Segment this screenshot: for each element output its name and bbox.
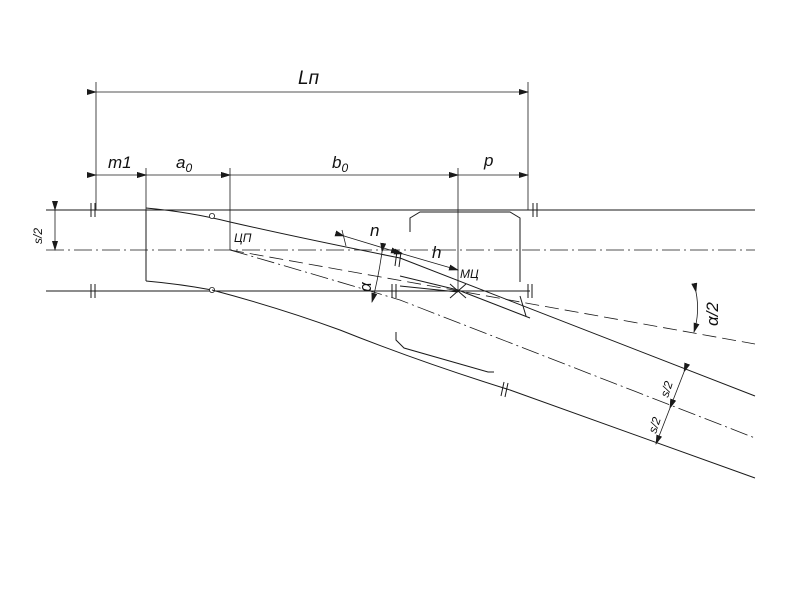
label-n: n <box>370 221 379 240</box>
angle-alpha-half <box>691 282 700 333</box>
angle-alpha <box>371 242 387 303</box>
label-s2-right-lower: s/2 <box>646 415 664 435</box>
dimension-L <box>87 82 529 210</box>
dimension-s2-left <box>46 201 60 251</box>
label-MC: МЦ <box>460 267 479 281</box>
frog-assembly <box>395 211 531 373</box>
label-b0: b0 <box>332 153 348 175</box>
label-s2-right-upper: s/2 <box>658 379 676 399</box>
label-h: h <box>432 243 441 262</box>
straight-track <box>46 203 755 298</box>
label-alpha: α <box>356 281 375 292</box>
label-a0: a0 <box>176 153 192 175</box>
label-p: p <box>483 151 493 170</box>
label-L: Lп <box>298 68 320 89</box>
diverging-track <box>211 249 756 479</box>
dimension-s2-right <box>655 362 691 445</box>
label-m1: m1 <box>108 153 132 172</box>
label-CP: ЦП <box>234 231 252 245</box>
label-alpha-half: α/2 <box>703 302 722 326</box>
label-s2-left: s/2 <box>31 228 45 244</box>
dimension-row <box>87 168 529 292</box>
